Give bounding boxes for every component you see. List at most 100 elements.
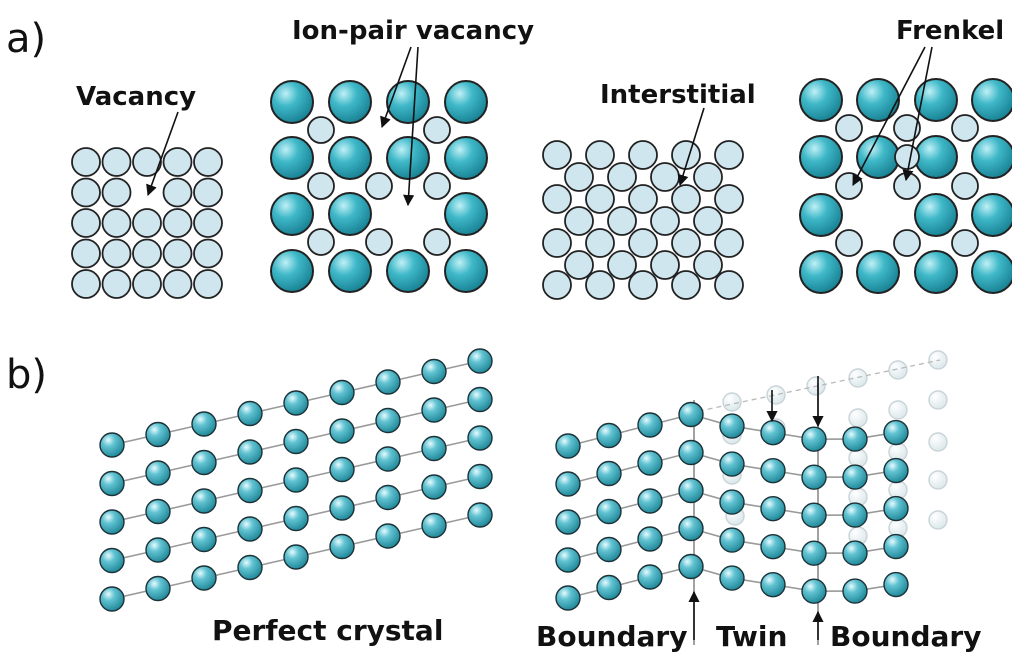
large-ion-atom: [856, 135, 900, 179]
large-ion-atom: [971, 78, 1012, 122]
small-ion-atom: [71, 208, 101, 238]
ghost-atom: [928, 510, 948, 530]
lattice-atom: [283, 428, 309, 455]
lattice-atom: [191, 526, 217, 553]
ghost-atom: [888, 400, 908, 420]
lattice-atom: [842, 578, 868, 604]
small-ion-atom: [193, 177, 223, 208]
vacancy-label: Vacancy: [76, 82, 197, 112]
lattice-atom: [801, 464, 827, 490]
lattice-atom: [760, 533, 786, 560]
lattice-atom: [191, 411, 217, 437]
small-ion-atom: [162, 147, 193, 177]
ghost-dashed-line: [689, 359, 941, 414]
small-ion-atom: [71, 269, 101, 299]
lattice-atom: [801, 578, 827, 604]
interstitial-arrow: [677, 107, 705, 187]
small-ion-atom: [671, 140, 701, 170]
small-ion-atom: [714, 228, 744, 258]
small-ion-atom: [951, 114, 979, 142]
large-ion-atom: [270, 249, 314, 293]
ghost-atom: [766, 385, 786, 405]
small-ion-atom: [423, 116, 451, 144]
frenkel-arrow-vacancy: [852, 46, 926, 186]
perfect-crystal-label: Perfect crystal: [212, 614, 444, 647]
panel-a-letter: a): [6, 16, 47, 62]
ghost-atom: [848, 408, 868, 428]
lattice-atom: [421, 474, 447, 500]
ghost-atom: [722, 392, 742, 412]
boundary-left-label: Boundary: [536, 620, 688, 653]
small-ion-atom: [71, 238, 101, 269]
lattice-atom: [99, 509, 125, 535]
large-ion-atom: [799, 193, 843, 237]
small-ion-atom: [835, 229, 863, 257]
large-ion-atom: [799, 135, 843, 179]
lattice-atom: [555, 471, 581, 497]
large-ion-atom: [270, 136, 314, 180]
large-ion-atom: [270, 80, 314, 124]
small-ion-atom: [564, 162, 594, 192]
lattice-atom: [596, 536, 622, 563]
large-ion-atom: [856, 78, 900, 122]
large-ion-atom: [270, 192, 314, 236]
large-ion-atom: [386, 249, 430, 293]
small-ion-atom: [71, 147, 101, 177]
lattice-atom: [719, 451, 745, 477]
lattice-atom: [191, 449, 217, 476]
lattice-atom: [637, 450, 663, 476]
small-ion-atom: [951, 229, 979, 257]
lattice-atom: [801, 502, 827, 528]
small-ion-atom: [542, 140, 572, 170]
small-ion-atom: [650, 250, 680, 280]
small-ion-atom: [835, 114, 863, 142]
lattice-atom: [596, 574, 622, 601]
large-ion-atom: [914, 78, 958, 122]
small-ion-atom: [893, 114, 921, 142]
lattice-atom: [191, 565, 217, 591]
lattice-atom: [637, 564, 663, 590]
small-ion-atom: [693, 162, 723, 192]
lattice-atom: [883, 457, 909, 484]
small-ion-atom: [101, 208, 132, 238]
lattice-atom: [329, 456, 355, 483]
lattice-atom: [145, 460, 171, 486]
large-ion-atom: [971, 193, 1012, 237]
lattice-atom: [191, 488, 217, 514]
lattice-atom: [467, 463, 493, 490]
lattice-atom: [237, 554, 263, 581]
lattice-atom: [678, 553, 704, 580]
lattice-atom: [678, 515, 704, 542]
lattice-atom: [421, 397, 447, 423]
lattice-atom: [329, 379, 355, 406]
lattice-atom: [678, 439, 704, 466]
panel-b-crystal-lattices: [99, 348, 948, 645]
lattice-atom: [467, 386, 493, 413]
frenkel-label: Frenkel: [896, 16, 1005, 46]
large-ion-atom: [386, 136, 430, 180]
ion-pair-arrow-lower: [403, 46, 419, 207]
large-ion-atom: [328, 192, 372, 236]
small-ion-atom: [307, 172, 335, 200]
large-ion-atom: [914, 193, 958, 237]
large-ion-atom: [328, 249, 372, 293]
small-ion-atom: [101, 238, 132, 269]
small-ion-atom: [162, 269, 193, 299]
small-ion-atom: [714, 270, 744, 300]
lattice-atom: [99, 432, 125, 458]
lattice-atom: [375, 484, 401, 511]
small-ion-atom: [650, 206, 680, 236]
large-ion-atom: [444, 80, 488, 124]
lattice-atom: [760, 495, 786, 522]
small-ion-atom: [71, 177, 101, 208]
small-ion-atom: [714, 184, 744, 214]
lattice-atom: [760, 571, 786, 598]
small-ion-atom: [193, 238, 223, 269]
small-ion-atom: [607, 250, 637, 280]
large-ion-atom: [799, 250, 843, 294]
lattice-atom: [719, 527, 745, 553]
lattice-atom: [883, 533, 909, 560]
lattice-atom: [637, 488, 663, 514]
lattice-atom: [842, 464, 868, 490]
